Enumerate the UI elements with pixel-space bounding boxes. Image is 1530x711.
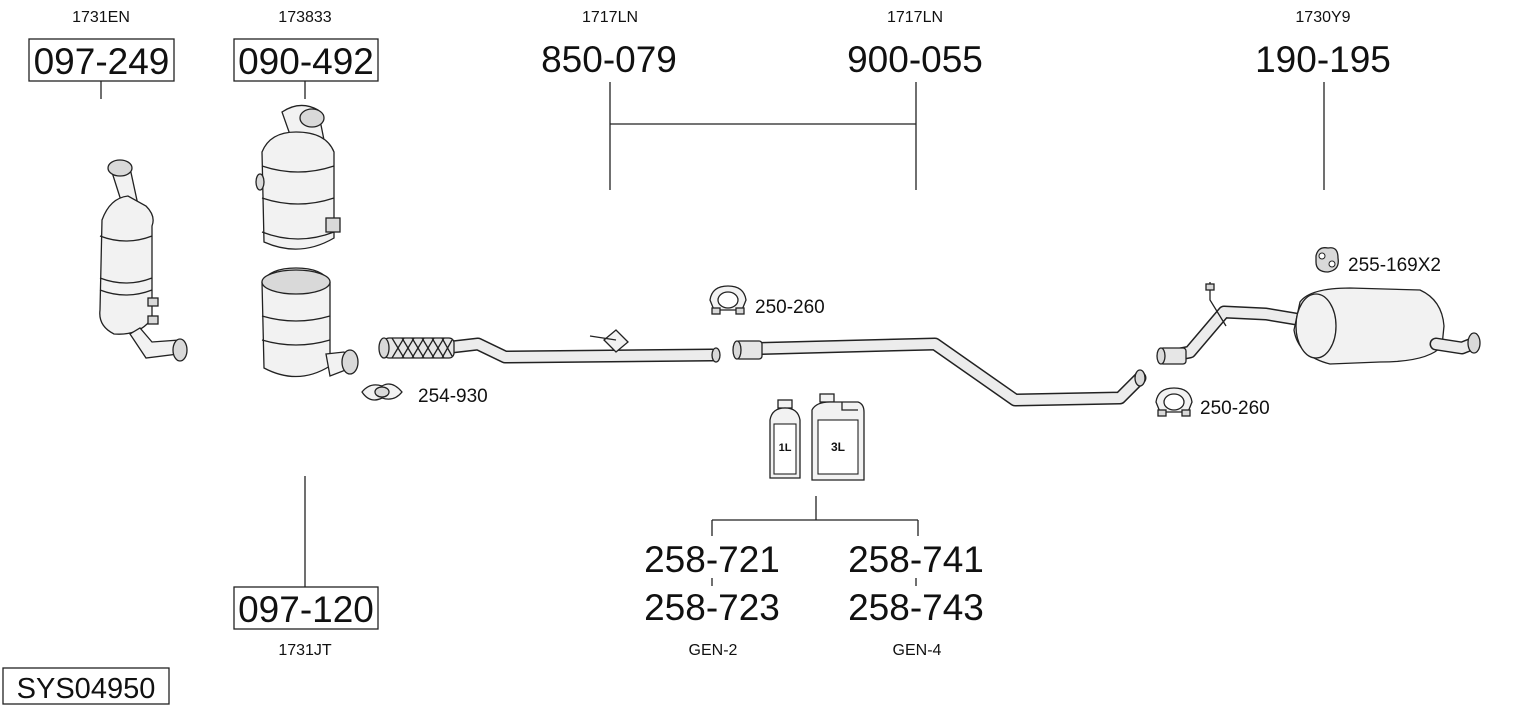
rubber-mount-icon[interactable] bbox=[1315, 247, 1339, 273]
front-pipe-icon[interactable] bbox=[378, 329, 721, 364]
catalytic-converter-icon[interactable] bbox=[99, 159, 188, 362]
gen-4-label: GEN-4 bbox=[893, 642, 942, 659]
part-number-258-741[interactable]: 258-741 bbox=[848, 539, 984, 580]
part-number-box-097-120 bbox=[233, 586, 379, 630]
part-number-258-743[interactable]: 258-743 bbox=[848, 587, 984, 628]
ref-label-1730y9: 1730Y9 bbox=[1295, 9, 1350, 26]
part-number-258-721[interactable]: 258-721 bbox=[644, 539, 780, 580]
part-number-190-195[interactable]: 190-195 bbox=[1255, 39, 1391, 80]
diagram-code-box bbox=[2, 667, 170, 705]
part-number-258-723[interactable]: 258-723 bbox=[644, 587, 780, 628]
ref-label-173833: 173833 bbox=[278, 9, 331, 26]
mount-part-number-255-169x2[interactable]: 255-169X2 bbox=[1348, 255, 1441, 276]
gen-2-label: GEN-2 bbox=[689, 642, 738, 659]
ref-label-1731en: 1731EN bbox=[72, 9, 130, 26]
part-number-box-097-249 bbox=[28, 38, 175, 82]
particulate-filter-icon[interactable] bbox=[255, 104, 341, 250]
clamp-part-number-254-930[interactable]: 254-930 bbox=[418, 386, 488, 407]
part-number-box-090-492 bbox=[233, 38, 379, 82]
clamp-part-number-250-260[interactable]: 250-260 bbox=[1200, 398, 1270, 419]
clamp-icon[interactable] bbox=[1155, 387, 1193, 417]
fluid-can-3l-icon[interactable]: 3L bbox=[811, 393, 865, 481]
bracket-line bbox=[711, 496, 919, 536]
clamp-icon[interactable] bbox=[709, 285, 747, 315]
clamp-icon[interactable] bbox=[361, 383, 403, 401]
part-number-090-492[interactable]: 090-492 bbox=[238, 41, 374, 82]
catalytic-converter-icon[interactable] bbox=[261, 267, 359, 378]
rear-muffler-icon[interactable] bbox=[1156, 282, 1481, 365]
part-number-097-249[interactable]: 097-249 bbox=[34, 41, 170, 82]
ref-label-1717ln: 1717LN bbox=[582, 9, 638, 26]
bottle-label-1l: 1L bbox=[779, 442, 792, 454]
fluid-bottle-1l-icon[interactable]: 1L bbox=[769, 399, 801, 479]
part-number-097-120[interactable]: 097-120 bbox=[238, 589, 374, 630]
part-number-900-055[interactable]: 900-055 bbox=[847, 39, 983, 80]
ref-label-1717ln: 1717LN bbox=[887, 9, 943, 26]
bracket-line bbox=[609, 82, 917, 190]
can-label-3l: 3L bbox=[831, 440, 845, 454]
clamp-part-number-250-260[interactable]: 250-260 bbox=[755, 297, 825, 318]
diagram-code: SYS04950 bbox=[17, 673, 156, 705]
part-number-850-079[interactable]: 850-079 bbox=[541, 39, 677, 80]
ref-label-1731jt: 1731JT bbox=[278, 642, 332, 659]
middle-pipe-icon[interactable] bbox=[732, 337, 1147, 407]
